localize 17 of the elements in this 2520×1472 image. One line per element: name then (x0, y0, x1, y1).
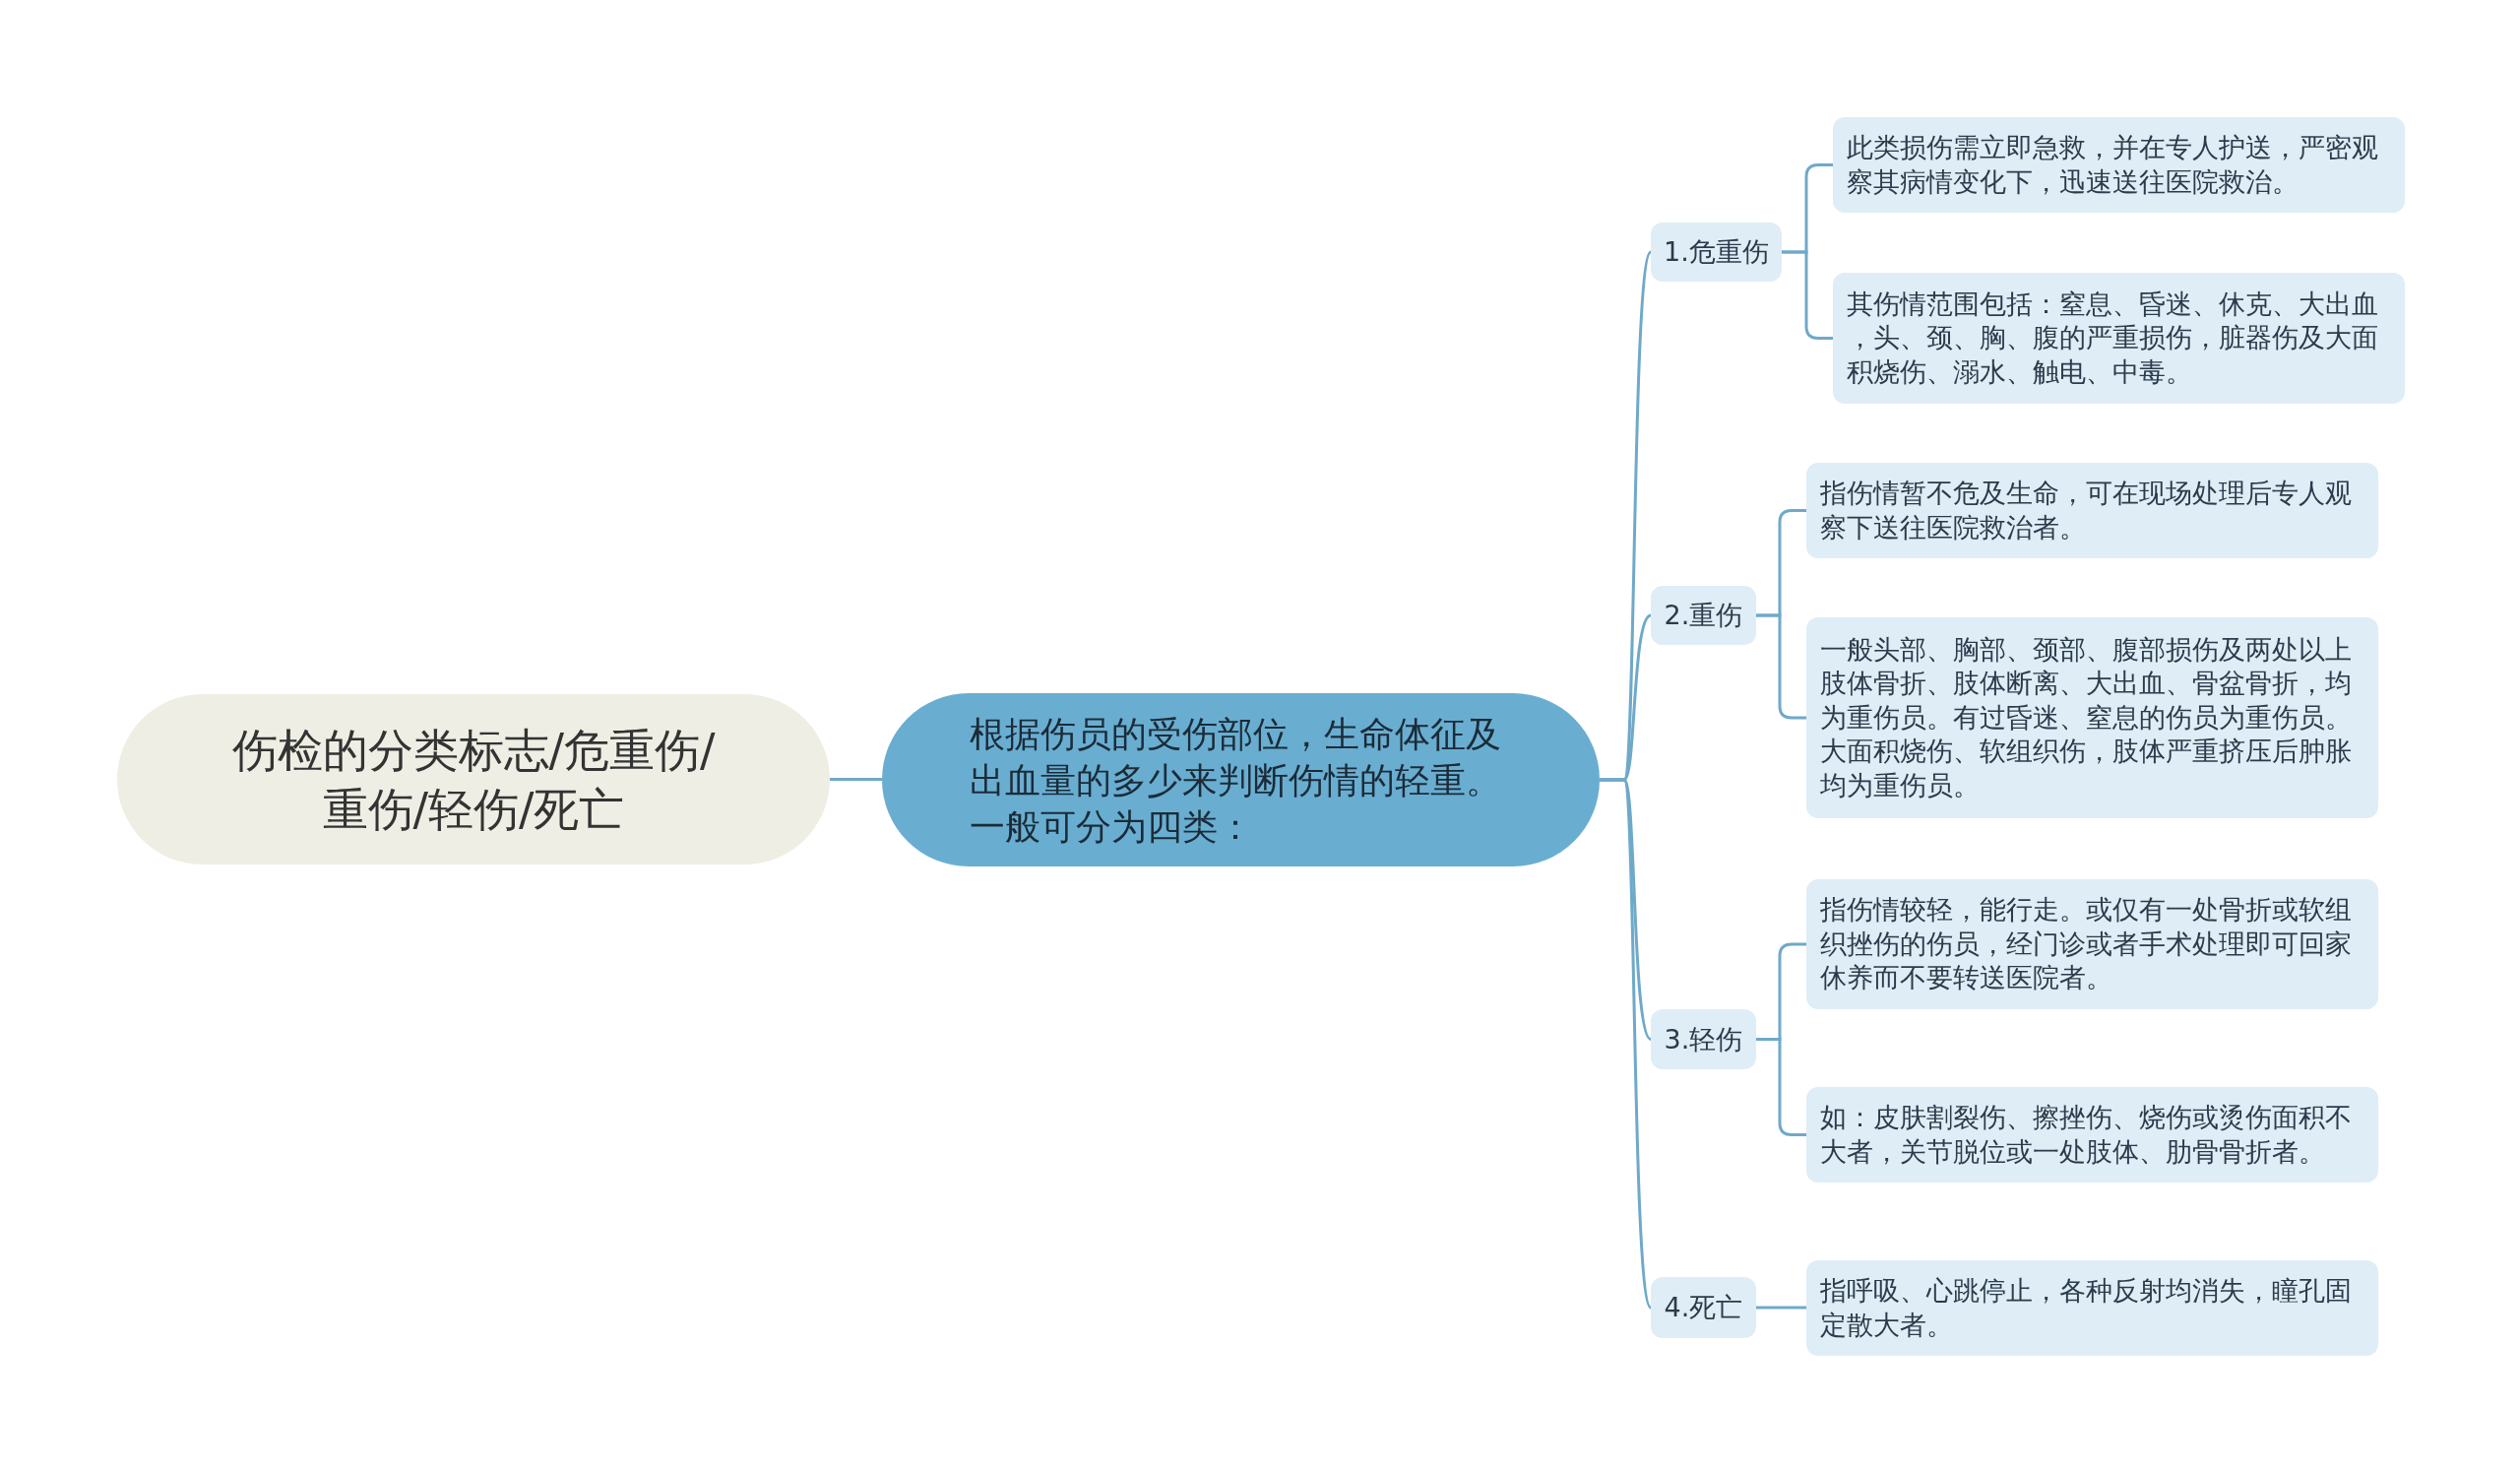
note-box: 其伤情范围包括：窒息、昏迷、休克、大出血，头、颈、胸、腹的严重损伤，脏器伤及大面积烧伤、溺水、触电、中毒。 (1833, 273, 2405, 404)
note-box: 指呼吸、心跳停止，各种反射均消失，瞳孔固定散大者。 (1806, 1260, 2378, 1356)
topic-pill: 伤检的分类标志/危重伤/重伤/轻伤/死亡 (117, 694, 830, 864)
category-box: 2.重伤 (1651, 586, 1756, 645)
summary-pill: 根据伤员的受伤部位，生命体征及出血量的多少来判断伤情的轻重。一般可分为四类： (882, 693, 1600, 866)
connector-line (1600, 778, 1653, 1309)
connector-line (1756, 613, 1806, 720)
note-box: 如：皮肤割裂伤、擦挫伤、烧伤或烫伤面积不大者，关节脱位或一处肢体、肋骨骨折者。 (1806, 1087, 2378, 1183)
note-box: 一般头部、胸部、颈部、腹部损伤及两处以上肢体骨折、肢体断离、大出血、骨盆骨折，均为重伤员。有过昏迷、窒息的伤员为重伤员。大面积烧伤、软组织伤，肢体严重挤压后肿胀均为重伤员。 (1806, 617, 2378, 818)
category-box: 3.轻伤 (1651, 1009, 1756, 1069)
connector-line (830, 778, 882, 781)
connector-line (1756, 1306, 1806, 1310)
note-box: 指伤情暂不危及生命，可在现场处理后专人观察下送往医院救治者。 (1806, 463, 2378, 558)
category-box: 4.死亡 (1651, 1277, 1756, 1338)
note-box: 此类损伤需立即急救，并在专人护送，严密观察其病情变化下，迅速送往医院救治。 (1833, 117, 2405, 213)
category-box: 1.危重伤 (1651, 223, 1782, 282)
note-box: 指伤情较轻，能行走。或仅有一处骨折或软组织挫伤的伤员，经门诊或者手术处理即可回家休养而不要转送医院者。 (1806, 879, 2378, 1009)
